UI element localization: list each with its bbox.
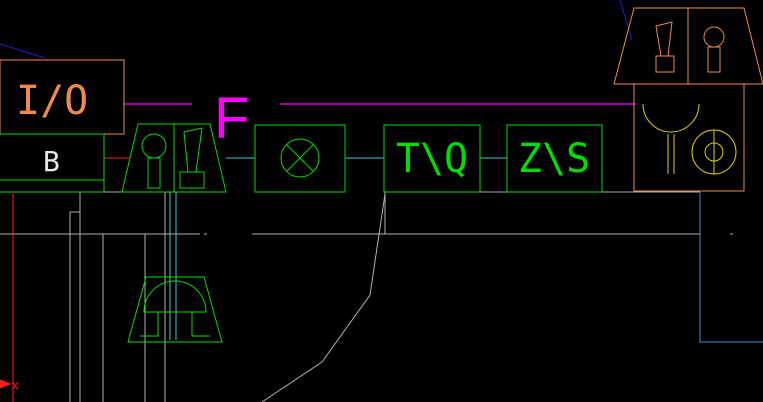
zvs-box[interactable] <box>506 124 603 193</box>
dome-leg-left <box>140 312 159 337</box>
cyan-connectors <box>169 157 507 340</box>
blue-diagonal-left <box>0 43 46 59</box>
blue-frame <box>699 192 763 343</box>
exclamation-icon <box>183 127 203 173</box>
tvq-box[interactable] <box>383 124 481 193</box>
dome-arc-icon <box>143 280 207 313</box>
cross-circle-icon <box>280 138 320 178</box>
house-yellow-details <box>642 103 737 175</box>
blue-guides <box>0 0 633 59</box>
house-symbol[interactable] <box>613 7 763 192</box>
zvs-label: Z\S <box>518 136 590 182</box>
b-label: B <box>43 145 60 178</box>
house-roof <box>613 7 763 85</box>
cross-box-outline <box>254 124 346 193</box>
house-exclamation-base <box>655 55 675 73</box>
b-box[interactable] <box>0 133 105 193</box>
grey-diagonal-curve <box>261 193 386 402</box>
house-lamp-circle-icon <box>703 26 725 48</box>
trapezoid-outline <box>121 123 227 193</box>
house-exclamation-icon <box>655 21 673 57</box>
cross-circle-box[interactable] <box>254 124 346 193</box>
tvq-label: T\Q <box>396 136 468 182</box>
cross-line-2 <box>286 144 314 172</box>
lamp-circle-icon <box>141 133 167 159</box>
blue-diagonal-right <box>619 0 633 41</box>
lamp-stem <box>147 157 161 189</box>
red-axis <box>0 157 130 402</box>
io-label: I/O <box>16 78 88 124</box>
house-body <box>633 83 745 192</box>
dome-symbol[interactable] <box>127 276 223 343</box>
dome-trapezoid <box>127 276 223 343</box>
house-lamp-stem <box>707 46 721 73</box>
f-label: F <box>214 86 249 151</box>
yellow-arc-icon <box>642 103 700 133</box>
axis-arrow-icon <box>0 379 12 389</box>
grey-structure <box>0 191 733 402</box>
dome-leg-right <box>191 312 210 337</box>
lamp-switch-symbol[interactable] <box>121 123 227 193</box>
exclamation-base <box>179 171 205 189</box>
axis-x-label: X <box>12 380 19 393</box>
